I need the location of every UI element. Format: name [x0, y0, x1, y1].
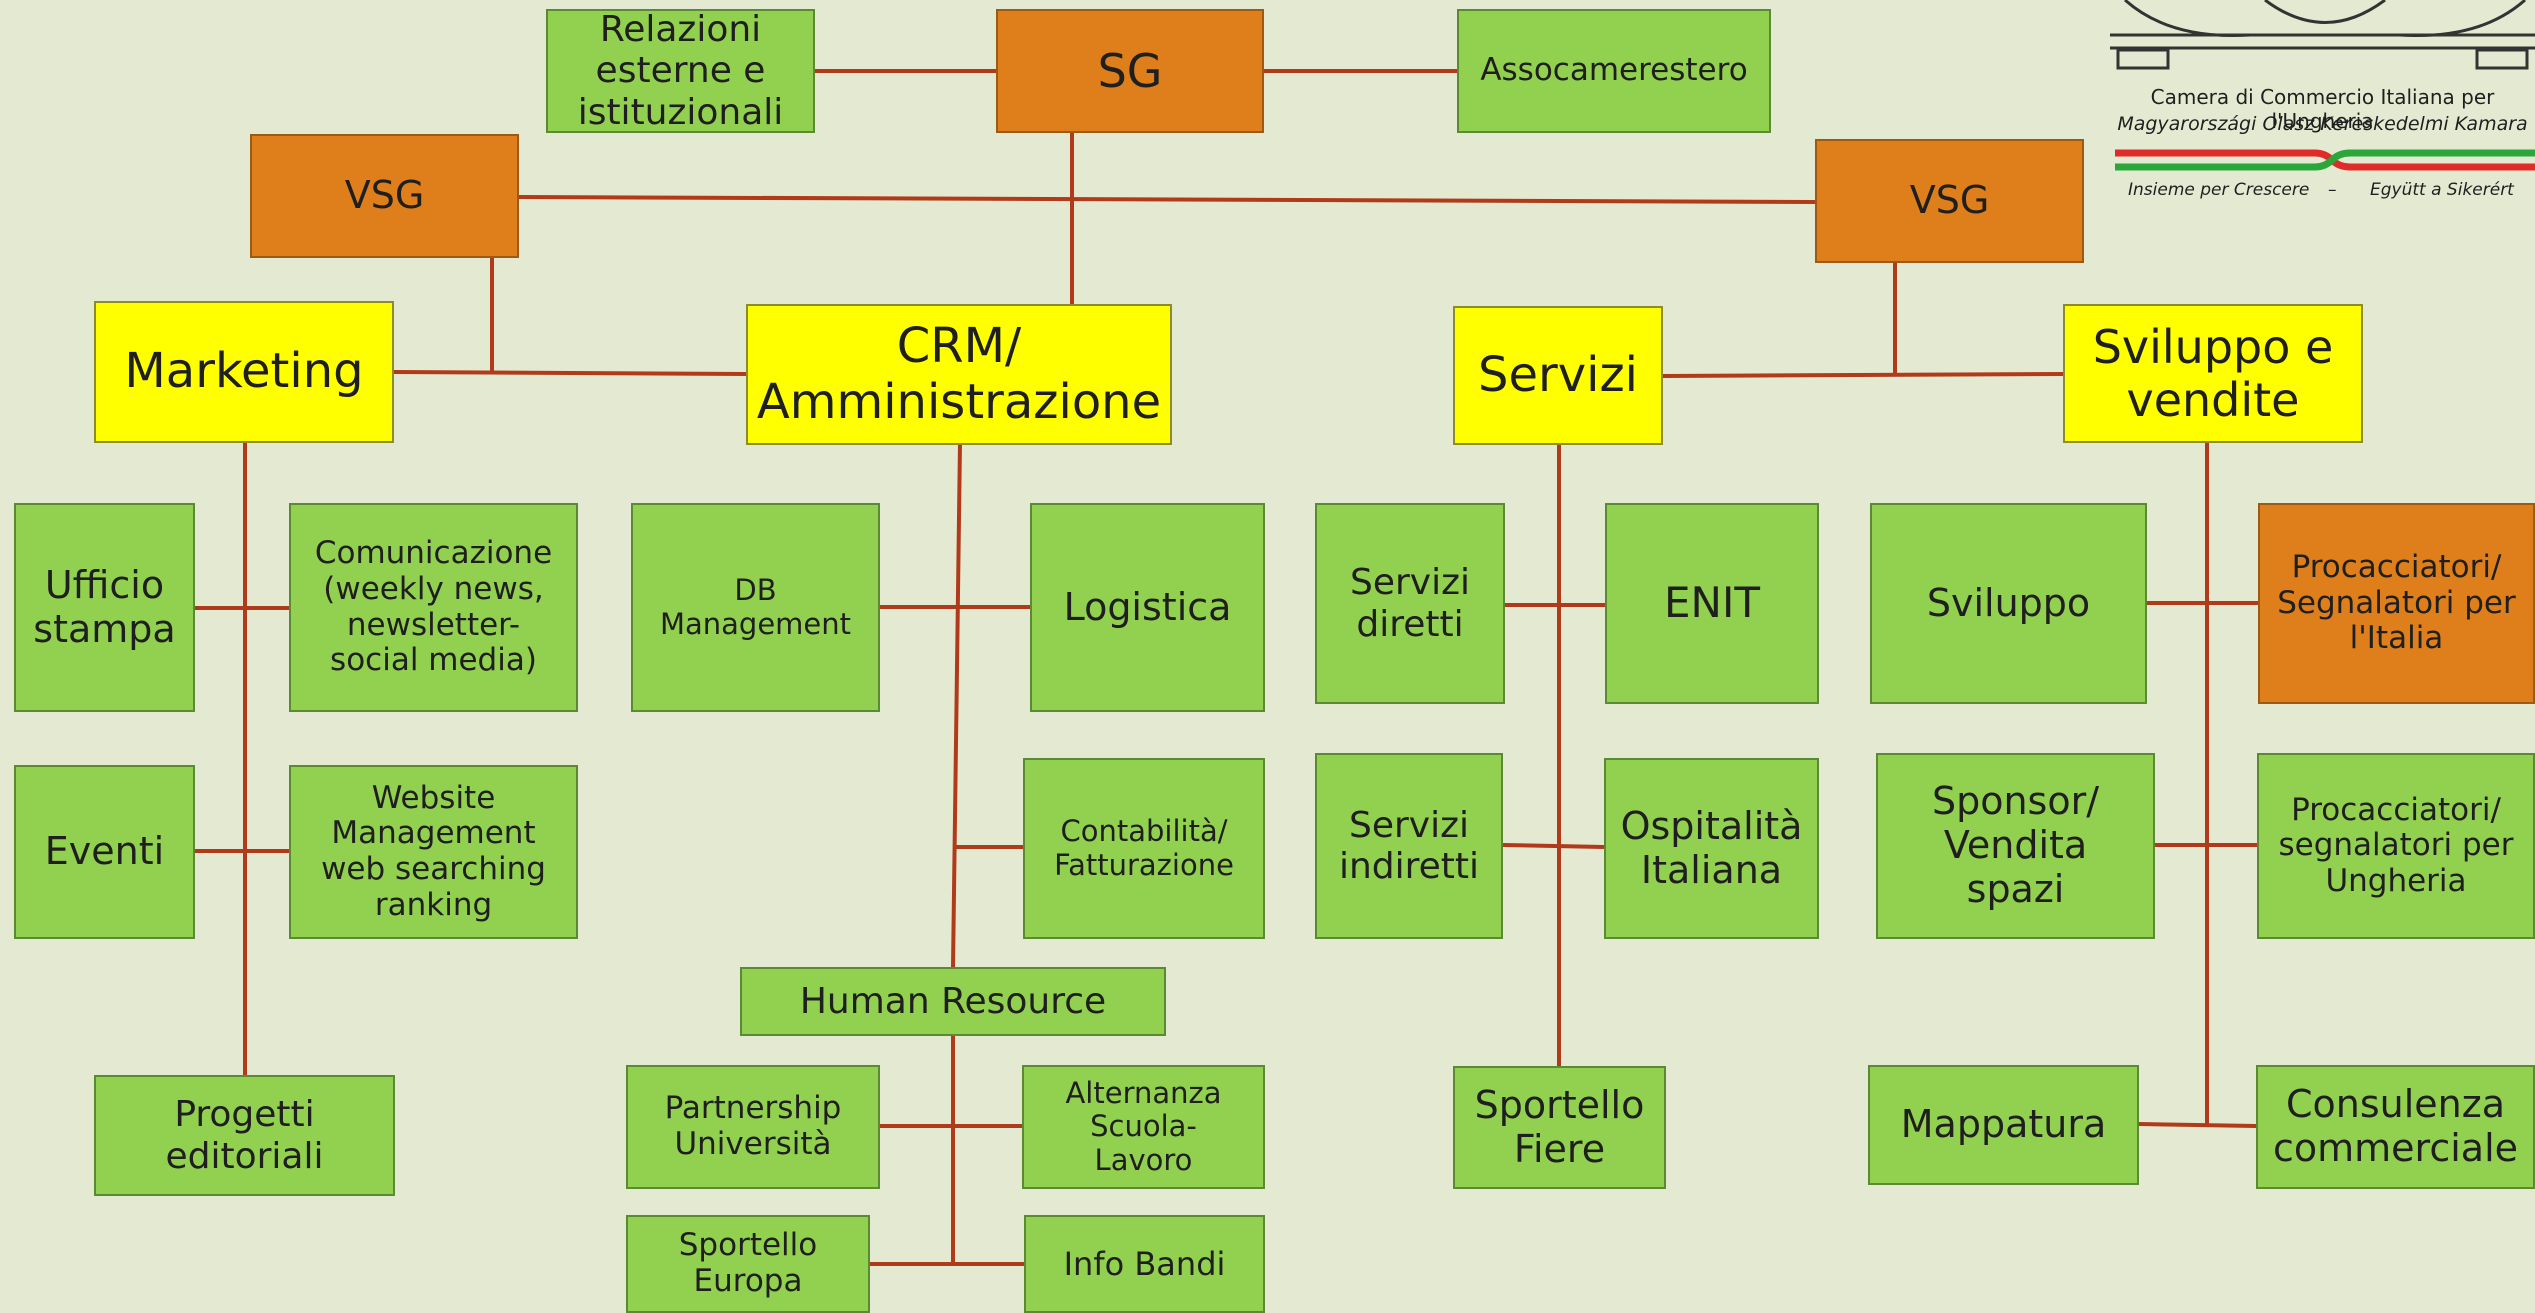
logo-text-italian: Camera di Commercio Italiana per l'Unghe… — [2150, 85, 2495, 133]
assocamerestero-box: Assocamerestero — [1457, 9, 1771, 133]
contabilita-label: Contabilità/ Fatturazione — [1054, 814, 1234, 882]
ospitalita-italiana-box: Ospitalità Italiana — [1604, 758, 1819, 939]
sviluppo-vendite-label: Sviluppo e vendite — [2092, 319, 2334, 427]
logistica-label: Logistica — [1063, 584, 1232, 629]
servizi-box: Servizi — [1453, 306, 1663, 445]
partnership-universita-box: Partnership Università — [626, 1065, 880, 1189]
vsg-right-label: VSG — [1909, 178, 1990, 223]
motto-hungarian: Együtt a Sikerért — [2370, 180, 2514, 200]
alternanza-scuola-lavoro-box: Alternanza Scuola- Lavoro — [1022, 1065, 1265, 1189]
sg-box: SG — [996, 9, 1264, 133]
sportello-fiere-box: Sportello Fiere — [1453, 1066, 1666, 1189]
motto-italian: Insieme per Crescere — [2128, 180, 2310, 200]
sportello-europa-label: Sportello Europa — [678, 1227, 818, 1299]
vsg-left-label: VSG — [344, 173, 425, 218]
servizi-indiretti-box: Servizi indiretti — [1315, 753, 1503, 939]
enit-label: ENIT — [1664, 578, 1760, 628]
ospitalita-italiana-label: Ospitalità Italiana — [1620, 803, 1803, 892]
chamber-logo: Camera di Commercio Italiana per l'Unghe… — [2110, 0, 2535, 215]
progetti-editoriali-label: Progetti editoriali — [165, 1094, 324, 1177]
flag-stripe-icon — [2115, 149, 2535, 171]
vsg-left-box: VSG — [250, 134, 519, 258]
procacciatori-ungheria-box: Procacciatori/ segnalatori per Ungheria — [2257, 753, 2535, 939]
contabilita-box: Contabilità/ Fatturazione — [1023, 758, 1265, 939]
info-bandi-label: Info Bandi — [1063, 1244, 1226, 1283]
sportello-europa-box: Sportello Europa — [626, 1215, 870, 1313]
marketing-label: Marketing — [124, 343, 364, 400]
logo-text-hungarian: Magyarországi Olasz Kereskedelmi Kamara — [2117, 113, 2528, 135]
ufficio-stampa-box: Ufficio stampa — [14, 503, 195, 712]
comunicazione-box: Comunicazione (weekly news, newsletter- … — [289, 503, 578, 712]
procacciatori-italia-label: Procacciatori/ Segnalatori per l'Italia — [2277, 549, 2516, 657]
alternanza-scuola-lavoro-label: Alternanza Scuola- Lavoro — [1065, 1075, 1222, 1177]
consulenza-commerciale-label: Consulenza commerciale — [2272, 1082, 2518, 1170]
website-management-box: Website Management web searching ranking — [289, 765, 578, 939]
servizi-diretti-label: Servizi diretti — [1349, 562, 1470, 645]
mappatura-label: Mappatura — [1900, 1102, 2107, 1147]
ufficio-stampa-label: Ufficio stampa — [33, 562, 176, 651]
procacciatori-italia-box: Procacciatori/ Segnalatori per l'Italia — [2258, 503, 2535, 704]
relazioni-esterne-box: Relazioni esterne e istituzionali — [546, 9, 815, 133]
enit-box: ENIT — [1605, 503, 1819, 704]
sportello-fiere-label: Sportello Fiere — [1474, 1082, 1645, 1171]
marketing-box: Marketing — [94, 301, 394, 443]
servizi-diretti-box: Servizi diretti — [1315, 503, 1505, 704]
progetti-editoriali-box: Progetti editoriali — [94, 1075, 395, 1196]
crm-amministrazione-box: CRM/ Amministrazione — [746, 304, 1172, 445]
eventi-label: Eventi — [44, 829, 165, 874]
db-management-label: DB Management — [659, 573, 852, 641]
servizi-label: Servizi — [1477, 346, 1638, 403]
comunicazione-label: Comunicazione (weekly news, newsletter- … — [314, 535, 553, 679]
sviluppo-vendite-box: Sviluppo e vendite — [2063, 304, 2363, 443]
crm-amministrazione-label: CRM/ Amministrazione — [756, 318, 1162, 430]
procacciatori-ungheria-label: Procacciatori/ segnalatori per Ungheria — [2278, 791, 2514, 899]
sponsor-vendita-spazi-box: Sponsor/ Vendita spazi — [1876, 753, 2155, 939]
info-bandi-box: Info Bandi — [1024, 1215, 1265, 1313]
human-resource-label: Human Resource — [799, 980, 1107, 1022]
assocamerestero-label: Assocamerestero — [1480, 52, 1748, 89]
bridge-icon — [2110, 0, 2535, 70]
mappatura-box: Mappatura — [1868, 1065, 2139, 1185]
consulenza-commerciale-box: Consulenza commerciale — [2256, 1065, 2535, 1189]
partnership-universita-label: Partnership Università — [664, 1090, 842, 1162]
servizi-indiretti-label: Servizi indiretti — [1338, 804, 1480, 887]
sviluppo-box: Sviluppo — [1870, 503, 2147, 704]
website-management-label: Website Management web searching ranking — [321, 779, 546, 923]
sviluppo-label: Sviluppo — [1926, 580, 2091, 625]
relazioni-esterne-label: Relazioni esterne e istituzionali — [577, 8, 784, 133]
logistica-box: Logistica — [1030, 503, 1265, 712]
db-management-box: DB Management — [631, 503, 880, 712]
eventi-box: Eventi — [14, 765, 195, 939]
human-resource-box: Human Resource — [740, 967, 1166, 1036]
sponsor-vendita-spazi-label: Sponsor/ Vendita spazi — [1931, 779, 2100, 911]
vsg-right-box: VSG — [1815, 139, 2084, 263]
sg-label: SG — [1097, 43, 1163, 98]
motto-separator: – — [2328, 180, 2337, 200]
